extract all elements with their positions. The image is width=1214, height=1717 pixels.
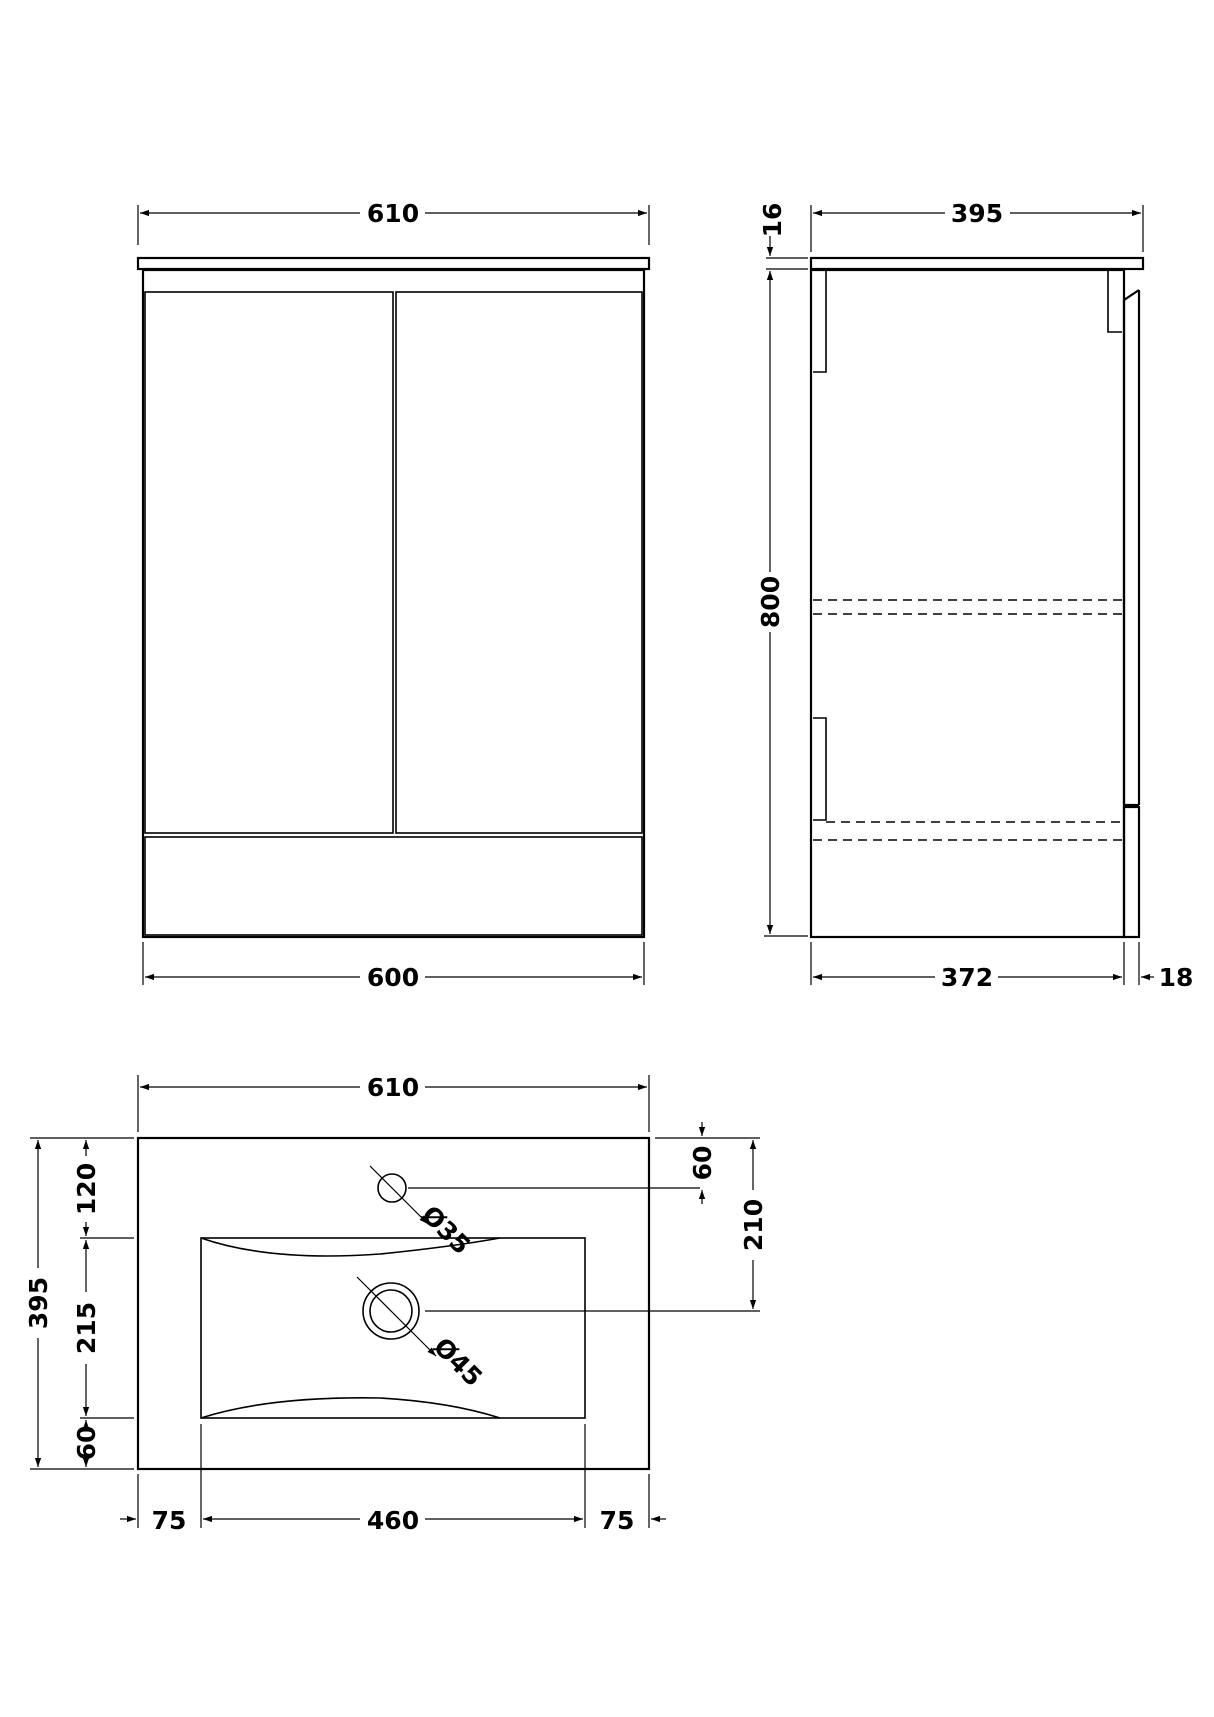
front-margin-label: 60	[72, 1426, 101, 1461]
front-bottom-width-label: 600	[367, 963, 419, 992]
top-thickness-label: 16	[758, 203, 787, 238]
cabinet-body	[141, 268, 646, 939]
tap-hole-leader	[369, 1165, 415, 1211]
waste-arrow	[424, 1344, 437, 1357]
bowl-depth-label: 215	[72, 1302, 101, 1354]
tap-offset-label: 60	[688, 1146, 717, 1181]
waste-leader	[356, 1276, 426, 1346]
waste-outer	[362, 1282, 420, 1340]
basin-width-label: 610	[367, 1073, 419, 1102]
right-margin-label: 75	[600, 1506, 635, 1535]
top-hinge-front	[1107, 269, 1122, 333]
left-margin-label: 75	[152, 1506, 187, 1535]
tap-hole-arrow	[413, 1209, 429, 1225]
bowl-rear-curve	[200, 1237, 501, 1257]
bowl-width-label: 460	[367, 1506, 419, 1535]
bowl-front-curve	[200, 1397, 501, 1419]
drawer-panel	[144, 836, 643, 936]
drawer-front-edge	[1122, 805, 1141, 939]
front-top-width-label: 610	[367, 199, 419, 228]
door-thickness-label: 18	[1159, 963, 1194, 992]
bottom-hinge-rear	[813, 717, 827, 821]
basin-top-view: 610 Ø35 Ø45 60 210 3	[24, 1073, 768, 1535]
side-carcass	[809, 268, 1126, 939]
top-hinge-rear	[813, 269, 827, 373]
waste-offset-label: 210	[739, 1199, 768, 1251]
bowl-outline	[200, 1237, 586, 1419]
tap-hole-diameter-label: Ø35	[416, 1200, 476, 1260]
rear-to-bowl-label: 120	[72, 1163, 101, 1215]
waste-inner	[369, 1289, 413, 1333]
side-depth-label: 395	[951, 199, 1003, 228]
left-door	[144, 291, 394, 834]
basin-outline	[136, 1136, 651, 1471]
carcass-depth-label: 372	[941, 963, 993, 992]
door-top-chamfer	[1123, 289, 1140, 301]
right-door	[395, 291, 643, 834]
side-height-label: 800	[756, 576, 785, 628]
waste-diameter-label: Ø45	[428, 1332, 488, 1392]
side-view: 395 16 800 372	[756, 199, 1193, 992]
front-view: 610 600	[136, 199, 651, 992]
side-worktop	[809, 256, 1145, 271]
tap-hole	[377, 1173, 407, 1203]
basin-depth-label: 395	[24, 1277, 53, 1329]
worktop	[136, 256, 651, 271]
